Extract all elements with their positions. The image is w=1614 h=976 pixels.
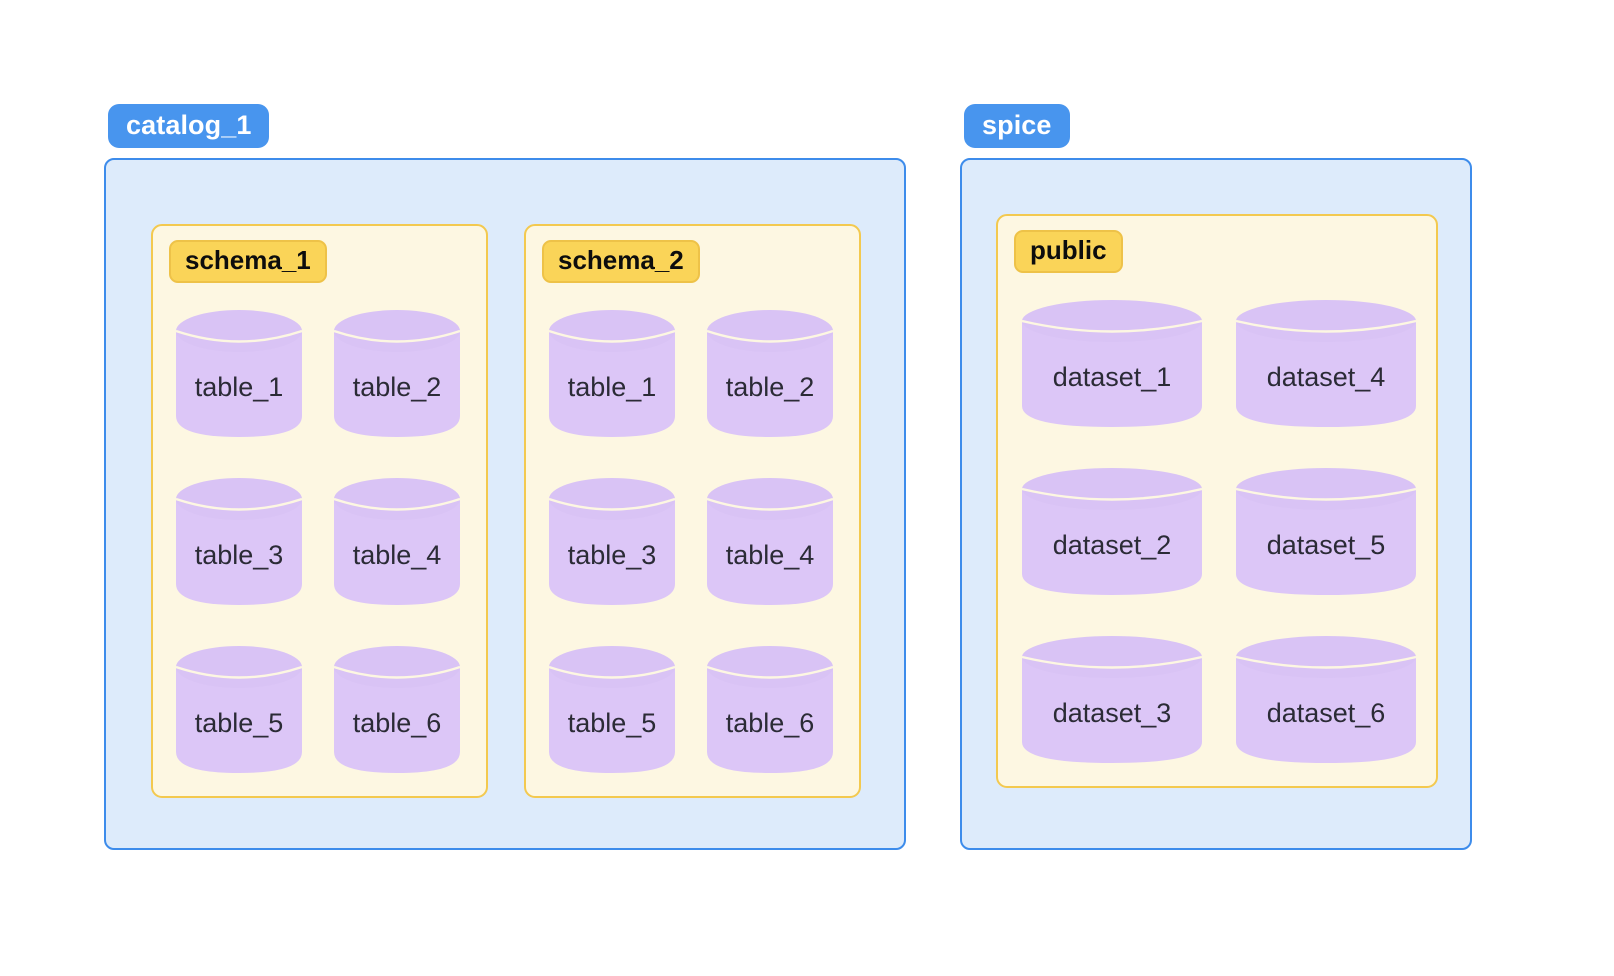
cylinder-shape-icon (333, 478, 461, 605)
table-cylinder-schema_1-table_6[interactable]: table_6 (333, 646, 461, 773)
catalog-label-catalog_1[interactable]: catalog_1 (108, 104, 270, 149)
cylinder-shape-icon (175, 646, 303, 773)
table-label: table_6 (725, 708, 815, 738)
table-cylinder-schema_1-table_5[interactable]: table_5 (175, 646, 303, 773)
cylinder-shape-icon (1235, 636, 1417, 763)
table-cylinder-schema_1-table_4[interactable]: table_4 (333, 478, 461, 605)
table-label: table_5 (194, 708, 284, 738)
dataset-label: dataset_6 (1266, 698, 1386, 728)
table-cylinder-schema_2-table_1[interactable]: table_1 (548, 310, 676, 437)
dataset-cylinder-public-dataset_2[interactable]: dataset_2 (1021, 468, 1203, 595)
schema-box-schema_1: schema_1 table_1 tabl (151, 224, 488, 798)
dataset-cylinder-public-dataset_4[interactable]: dataset_4 (1235, 300, 1417, 427)
cylinder-shape-icon (175, 310, 303, 437)
dataset-cylinder-public-dataset_3[interactable]: dataset_3 (1021, 636, 1203, 763)
schema-box-public: public dataset_1 data (996, 214, 1438, 788)
cylinder-shape-icon (1235, 468, 1417, 595)
schema-label-schema_2[interactable]: schema_2 (542, 240, 700, 284)
table-label: table_4 (352, 540, 442, 570)
dataset-cylinder-public-dataset_6[interactable]: dataset_6 (1235, 636, 1417, 763)
schema-label-public[interactable]: public (1014, 230, 1123, 274)
cylinder-shape-icon (333, 310, 461, 437)
catalog-body-spice: public dataset_1 data (960, 158, 1472, 850)
schema-label-schema_1[interactable]: schema_1 (169, 240, 327, 284)
cylinder-shape-icon (1021, 468, 1203, 595)
dataset-label: dataset_5 (1266, 530, 1386, 560)
catalog-group-spice: spice public dataset_1 (960, 104, 1472, 850)
cylinder-shape-icon (706, 478, 834, 605)
table-label: table_3 (194, 540, 284, 570)
dataset-label: dataset_4 (1266, 362, 1386, 392)
table-label: table_4 (725, 540, 815, 570)
cylinder-shape-icon (548, 646, 676, 773)
table-label: table_1 (194, 372, 284, 402)
table-cylinder-schema_1-table_3[interactable]: table_3 (175, 478, 303, 605)
cylinder-shape-icon (1021, 300, 1203, 427)
dataset-label: dataset_3 (1052, 698, 1172, 728)
catalog-body-catalog_1: schema_1 table_1 tabl (104, 158, 906, 850)
table-cylinder-schema_1-table_2[interactable]: table_2 (333, 310, 461, 437)
dataset-label: dataset_2 (1052, 530, 1172, 560)
cylinder-shape-icon (706, 310, 834, 437)
cylinder-shape-icon (706, 646, 834, 773)
table-label: table_5 (567, 708, 657, 738)
cylinder-shape-icon (175, 478, 303, 605)
dataset-label: dataset_1 (1052, 362, 1172, 392)
table-cylinder-schema_2-table_4[interactable]: table_4 (706, 478, 834, 605)
cylinder-shape-icon (333, 646, 461, 773)
catalog-label-spice[interactable]: spice (964, 104, 1070, 149)
dataset-cylinder-public-dataset_5[interactable]: dataset_5 (1235, 468, 1417, 595)
table-label: table_1 (567, 372, 657, 402)
table-label: table_2 (725, 372, 815, 402)
table-cylinder-schema_2-table_3[interactable]: table_3 (548, 478, 676, 605)
table-label: table_2 (352, 372, 442, 402)
dataset-cylinder-public-dataset_1[interactable]: dataset_1 (1021, 300, 1203, 427)
cylinder-shape-icon (548, 310, 676, 437)
table-cylinder-schema_1-table_1[interactable]: table_1 (175, 310, 303, 437)
catalog-group-catalog_1: catalog_1 schema_1 table_1 (104, 104, 912, 850)
table-cylinder-schema_2-table_2[interactable]: table_2 (706, 310, 834, 437)
table-cylinder-schema_2-table_5[interactable]: table_5 (548, 646, 676, 773)
table-label: table_3 (567, 540, 657, 570)
cylinder-shape-icon (1021, 636, 1203, 763)
cylinder-shape-icon (548, 478, 676, 605)
table-label: table_6 (352, 708, 442, 738)
cylinder-shape-icon (1235, 300, 1417, 427)
schema-box-schema_2: schema_2 table_1 table_3 (524, 224, 861, 798)
table-cylinder-schema_2-table_6[interactable]: table_6 (706, 646, 834, 773)
